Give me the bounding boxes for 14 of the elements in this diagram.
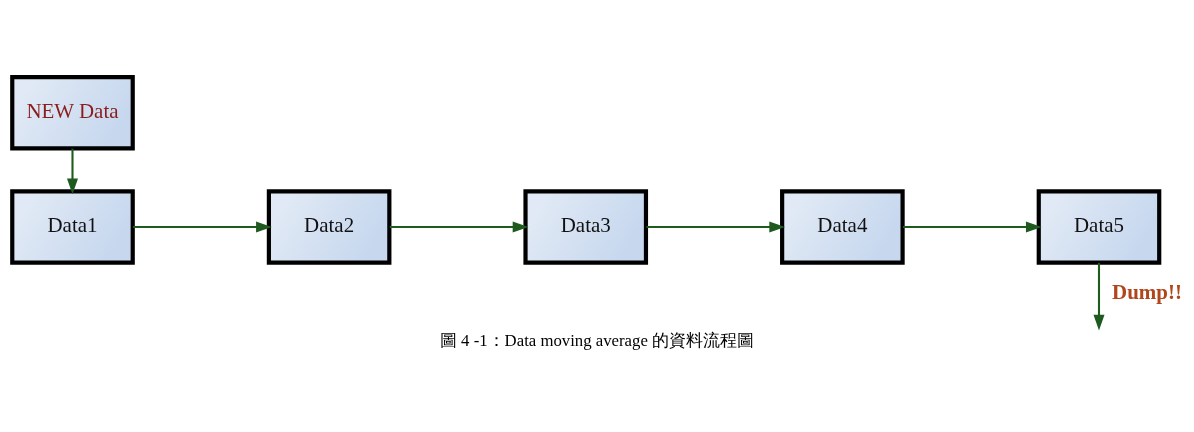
arrow — [903, 220, 1042, 232]
arrow — [646, 220, 786, 232]
node-box: Data2 — [266, 188, 392, 265]
edge-label: Dump!! — [1112, 279, 1182, 304]
node-box: Data3 — [523, 188, 649, 265]
arrow — [67, 148, 78, 194]
node-box: NEW Data — [10, 74, 135, 150]
arrow — [133, 220, 272, 232]
node-box: Data5 — [1036, 188, 1162, 265]
arrow — [1093, 262, 1105, 331]
node-box: Data4 — [780, 188, 905, 265]
caption: 圖 4 -1：Data moving average 的資料流程圖 — [439, 330, 755, 350]
node-box: Data1 — [10, 188, 135, 265]
arrow — [389, 220, 529, 232]
